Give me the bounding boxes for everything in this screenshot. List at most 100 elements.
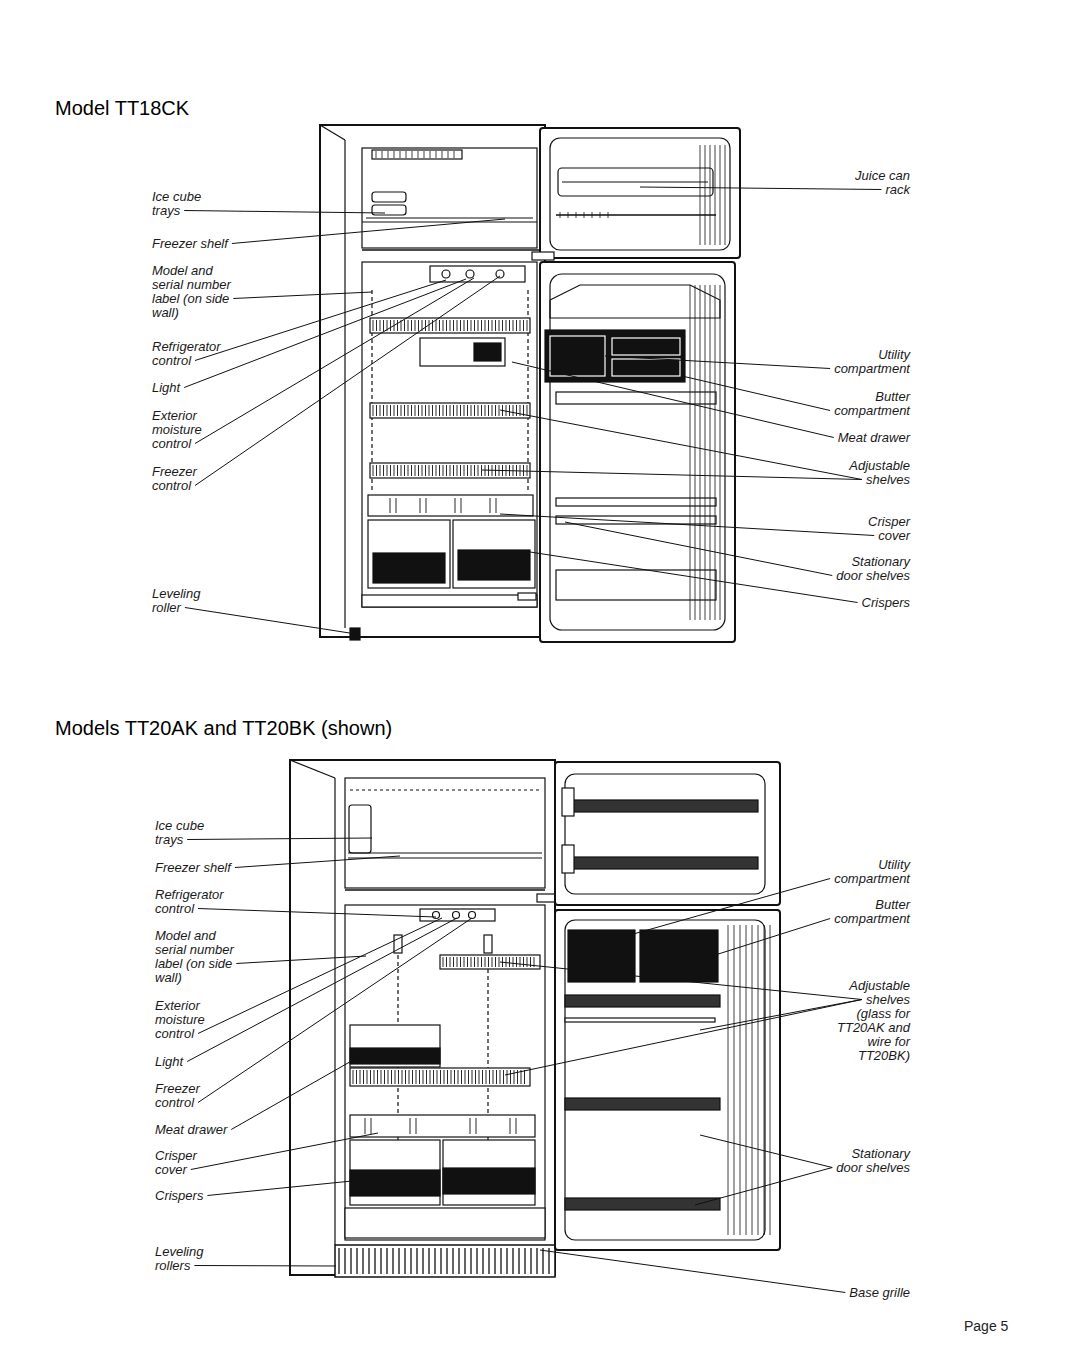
control-housing xyxy=(430,266,525,282)
shelf-wire xyxy=(496,1070,497,1084)
shelf-wire xyxy=(387,405,388,416)
part-label: Exterior moisture control xyxy=(152,409,210,451)
shelf-wire xyxy=(478,957,479,967)
cabinet xyxy=(290,760,555,1275)
door-shelf xyxy=(556,516,716,524)
shelf-wire xyxy=(453,957,454,967)
shelf-wire xyxy=(457,957,458,967)
leader-line xyxy=(540,1250,845,1293)
shelf-wire xyxy=(446,957,447,967)
shelf-wire xyxy=(422,465,423,476)
crisper xyxy=(368,520,450,588)
cover-rib xyxy=(426,498,427,513)
door-liner xyxy=(550,274,725,630)
shelf-wire xyxy=(425,465,426,476)
shelf-wire xyxy=(468,1070,469,1084)
vent-slot xyxy=(388,151,389,158)
model-heading: Models TT20AK and TT20BK (shown) xyxy=(55,716,392,740)
page-number: Page 5 xyxy=(964,1318,1008,1334)
leader-line xyxy=(185,608,356,635)
door-rib xyxy=(705,285,706,620)
shelf-wire xyxy=(450,957,451,967)
drawer-panel xyxy=(350,1048,440,1064)
shelf-wire xyxy=(516,957,517,967)
door-rib xyxy=(710,285,711,620)
leader-line xyxy=(195,276,500,486)
fridge-door xyxy=(540,262,735,642)
grille-slot xyxy=(434,1248,435,1274)
shelf-wire xyxy=(426,1070,427,1084)
shelf-wire xyxy=(353,1070,354,1084)
shelf-wire xyxy=(429,405,430,416)
cover-rib xyxy=(470,1118,471,1134)
rack-slot xyxy=(608,212,609,218)
leader-line xyxy=(198,918,472,1103)
grille-slot xyxy=(482,1248,483,1274)
shelf-wire xyxy=(437,1070,438,1084)
shelf-wire xyxy=(388,1070,389,1084)
door-rib xyxy=(720,145,721,245)
shelf-wire xyxy=(450,465,451,476)
shelf-wire xyxy=(411,405,412,416)
shelf-wire xyxy=(356,1070,357,1084)
leader-line xyxy=(191,1133,378,1170)
leader-line xyxy=(195,280,446,361)
door-shelf xyxy=(568,857,758,869)
grille-slot xyxy=(374,1248,375,1274)
shelf-wire xyxy=(461,1070,462,1084)
rack-rail xyxy=(556,214,716,216)
shelf-wire xyxy=(458,1070,459,1084)
door-rib xyxy=(695,285,696,620)
part-label: Light xyxy=(155,1055,183,1069)
shelf-wire xyxy=(513,320,514,331)
vent-slot xyxy=(382,151,383,158)
vent-slot xyxy=(448,151,449,158)
shelf-wire xyxy=(464,465,465,476)
bottom-vent xyxy=(518,593,536,600)
shelf-wire xyxy=(390,320,391,331)
door-shelf xyxy=(556,570,716,600)
shelf-wire xyxy=(495,320,496,331)
grille-slot xyxy=(476,1248,477,1274)
shelf-wire xyxy=(443,957,444,967)
rack-slot xyxy=(568,212,569,218)
leader-lines xyxy=(184,187,881,1293)
door-rib xyxy=(746,925,747,1235)
shelf-wire xyxy=(443,320,444,331)
vent-slot xyxy=(418,151,419,158)
door-rib xyxy=(715,285,716,620)
shelf-wire xyxy=(481,465,482,476)
cover-rib xyxy=(516,1118,517,1134)
grille-slot xyxy=(500,1248,501,1274)
crisper xyxy=(350,1140,440,1205)
part-label: Meat drawer xyxy=(838,431,910,445)
vent-slot xyxy=(376,151,377,158)
shelf-wire xyxy=(436,405,437,416)
vent xyxy=(350,789,540,790)
shelf-wire xyxy=(495,957,496,967)
shelf-wire xyxy=(404,405,405,416)
shelf-wire xyxy=(485,320,486,331)
shelf-wire xyxy=(457,320,458,331)
shelf-wire xyxy=(409,1070,410,1084)
shelf-wire xyxy=(411,320,412,331)
freezer-liner xyxy=(362,148,537,248)
cabinet-edge xyxy=(320,125,345,140)
shelf-wire xyxy=(457,465,458,476)
divider xyxy=(345,889,545,891)
shelf-wire xyxy=(474,957,475,967)
shelf-wire xyxy=(401,405,402,416)
cover-rib xyxy=(390,498,391,513)
shelf-wire xyxy=(443,405,444,416)
shelf-wire xyxy=(502,320,503,331)
shelf-wire xyxy=(474,405,475,416)
shelf-wire xyxy=(523,465,524,476)
leader-line xyxy=(505,1000,862,1076)
door-rib xyxy=(715,145,716,245)
shelf-wire xyxy=(408,405,409,416)
cabinet xyxy=(320,125,545,637)
shelf-wire xyxy=(397,320,398,331)
fridge-liner xyxy=(362,262,537,607)
shelf-wire xyxy=(404,465,405,476)
shelf-wire xyxy=(481,405,482,416)
